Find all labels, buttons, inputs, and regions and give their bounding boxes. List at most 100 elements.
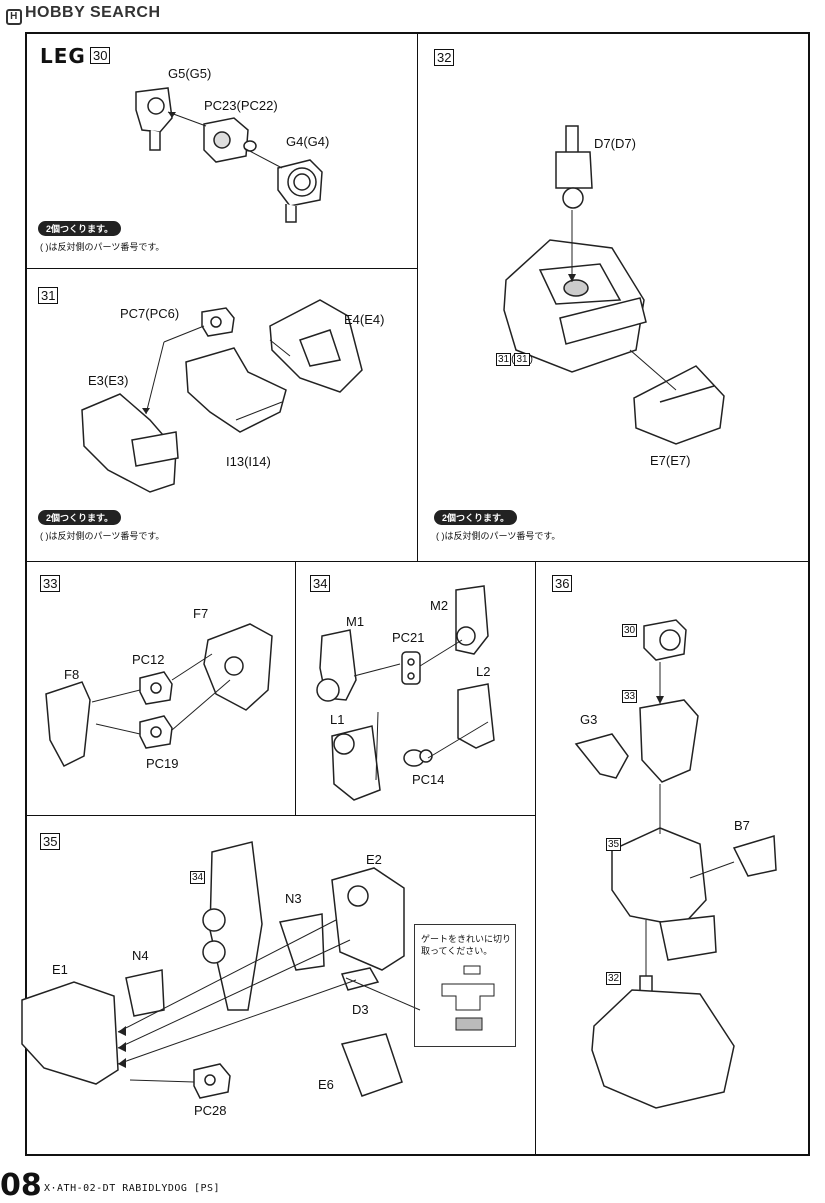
ref-step-31-box: 31 — [496, 353, 512, 366]
step-number-33: 33 — [40, 575, 61, 592]
part-foot-drawing — [591, 975, 735, 1109]
part-knee-drawing — [643, 619, 687, 661]
product-name: X·ATH-02-DT RABIDLYDOG [PS] — [44, 1183, 221, 1194]
make-two-badge-30: 2個つくります。 — [38, 221, 122, 236]
logo-mark-icon: H — [6, 9, 22, 25]
gate-cut-diagram — [441, 965, 495, 1031]
part-label-e4: E4(E4) — [344, 312, 385, 327]
ref-step-34: 34 — [190, 871, 206, 884]
part-n3-drawing — [279, 913, 325, 971]
logo-text: HOBBY SEARCH — [25, 4, 161, 21]
mirror-part-note-30: ( )は反対側のパーツ番号です。 — [40, 242, 165, 252]
divider-left-right-top — [417, 32, 418, 562]
part-d3-drawing — [340, 967, 380, 991]
step-number-34: 34 — [310, 575, 331, 592]
part-d7-drawing — [555, 125, 593, 209]
leg-section-title: LEG — [40, 44, 86, 68]
ref-step-35: 35 — [606, 838, 622, 851]
make-two-badge-31: 2個つくります。 — [38, 510, 122, 525]
part-l1-drawing — [331, 725, 381, 801]
part-leg-base-drawing — [503, 239, 647, 373]
step-number-32: 32 — [434, 49, 455, 66]
part-label-pc14: PC14 — [412, 772, 445, 787]
divider-middle-35 — [25, 815, 536, 816]
part-label-pc21: PC21 — [392, 630, 425, 645]
part-m2-drawing — [455, 585, 489, 655]
part-label-pc19: PC19 — [146, 756, 179, 771]
gate-note-box: ゲートをきれいに切り取ってください。 — [414, 924, 516, 1047]
part-label-f7: F7 — [193, 606, 209, 621]
part-label-e2: E2 — [366, 852, 382, 867]
part-e7-drawing — [633, 365, 725, 445]
ref-step-31: 31(31) — [496, 353, 533, 366]
mirror-part-note-32: ( )は反対側のパーツ番号です。 — [436, 531, 561, 541]
part-label-f8: F8 — [64, 667, 80, 682]
part-pc19-drawing — [139, 715, 173, 749]
part-shin-drawing — [611, 827, 717, 961]
part-pc28-drawing — [193, 1063, 231, 1099]
step-number-36: 36 — [552, 575, 573, 592]
part-label-l2: L2 — [476, 664, 491, 679]
part-label-g5: G5(G5) — [168, 66, 212, 81]
make-two-badge-32: 2個つくります。 — [434, 510, 518, 525]
part-thigh-drawing — [639, 699, 699, 783]
ref-step-31-paren-box: 31 — [514, 353, 530, 366]
part-label-m1: M1 — [346, 614, 365, 629]
part-label-b7: B7 — [734, 818, 750, 833]
part-label-pc7: PC7(PC6) — [120, 306, 180, 321]
ref-step-33: 33 — [622, 690, 638, 703]
part-pc12-drawing — [139, 671, 173, 705]
part-e4-drawing — [269, 299, 363, 393]
divider-30-31 — [25, 268, 417, 269]
part-label-g4: G4(G4) — [286, 134, 330, 149]
part-label-l1: L1 — [330, 712, 345, 727]
part-g4-drawing — [277, 159, 323, 223]
divider-top-middle — [25, 561, 810, 562]
part-i13-drawing — [185, 347, 287, 433]
ref-step-32: 32 — [606, 972, 622, 985]
part-l2-drawing — [457, 683, 495, 749]
divider-33-34 — [295, 561, 296, 816]
part-label-pc28: PC28 — [194, 1103, 227, 1118]
part-f8-drawing — [45, 681, 91, 767]
part-b7-drawing — [732, 835, 777, 877]
step-number-35: 35 — [40, 833, 61, 850]
part-g5-drawing — [135, 87, 173, 151]
part-m1-drawing — [316, 629, 357, 702]
part-label-m2: M2 — [430, 598, 449, 613]
part-label-n4: N4 — [132, 948, 149, 963]
part-label-pc12: PC12 — [132, 652, 165, 667]
part-g3-drawing — [574, 733, 629, 779]
part-pc23-drawing — [203, 117, 257, 163]
part-label-n3: N3 — [285, 891, 302, 906]
gate-note-text: ゲートをきれいに切り取ってください。 — [421, 934, 512, 956]
divider-34-36 — [535, 561, 536, 1156]
part-f7-drawing — [203, 623, 273, 711]
part-n4-drawing — [125, 969, 165, 1017]
part-e3-drawing — [81, 393, 179, 493]
part-pc21-drawing — [401, 651, 421, 685]
part-label-e1: E1 — [52, 962, 68, 977]
part-label-e6: E6 — [318, 1077, 334, 1092]
mirror-part-note-31: ( )は反対側のパーツ番号です。 — [40, 531, 165, 541]
part-label-g3: G3 — [580, 712, 598, 727]
part-label-d3: D3 — [352, 1002, 369, 1017]
step-number-30: 30 — [90, 47, 111, 64]
part-e1-drawing — [21, 981, 119, 1085]
part-pc14-drawing — [403, 749, 433, 767]
part-pc7-drawing — [201, 307, 235, 337]
part-e6-drawing — [340, 1033, 403, 1097]
part-e2-drawing — [331, 867, 405, 971]
part-upper-leg-drawing — [202, 841, 263, 1011]
page-number: 08 — [0, 1168, 42, 1203]
part-label-e3: E3(E3) — [88, 373, 129, 388]
part-label-pc23: PC23(PC22) — [204, 98, 278, 113]
part-label-i13: I13(I14) — [226, 454, 271, 469]
step-number-31: 31 — [38, 287, 59, 304]
ref-step-30: 30 — [622, 624, 638, 637]
part-label-d7: D7(D7) — [594, 136, 636, 151]
part-label-e7: E7(E7) — [650, 453, 691, 468]
